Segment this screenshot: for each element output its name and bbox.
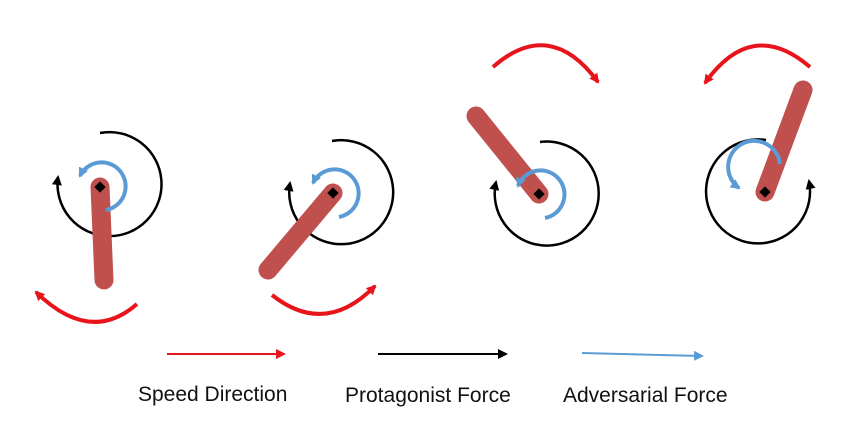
legend-adversarial-arrow	[581, 350, 704, 361]
speed-arrow	[34, 290, 139, 324]
pendulum-panel-3	[466, 43, 600, 247]
adversarial-force-arrow	[78, 160, 128, 212]
speed-arrow	[703, 43, 812, 85]
legend-protagonist-label: Protagonist Force	[345, 384, 511, 407]
pendulum-rod	[755, 80, 813, 202]
protagonist-force-arrow	[489, 140, 600, 247]
pendulum-rod	[258, 183, 343, 280]
legend-adversarial-label: Adversarial Force	[563, 384, 728, 407]
protagonist-force-arrow	[704, 138, 816, 245]
pendulum-panel-4	[703, 43, 816, 245]
pendulum-rod	[90, 177, 114, 290]
pivot-point	[533, 188, 545, 200]
pendulum-rod	[466, 106, 549, 204]
protagonist-force-arrow	[51, 130, 163, 238]
adversarial-force-arrow	[726, 138, 782, 190]
pivot-point	[327, 187, 339, 199]
pivot-point	[759, 186, 771, 198]
legend: Speed Direction Protagonist Force Advers…	[138, 349, 728, 407]
adversarial-force-arrow	[516, 168, 567, 220]
pendulum-panel-2	[258, 139, 395, 316]
speed-arrow	[270, 284, 377, 316]
legend-speed-label: Speed Direction	[138, 383, 287, 406]
pendulum-panel-1	[34, 130, 163, 324]
adversarial-force-arrow	[311, 167, 361, 219]
speed-arrow	[491, 43, 600, 84]
